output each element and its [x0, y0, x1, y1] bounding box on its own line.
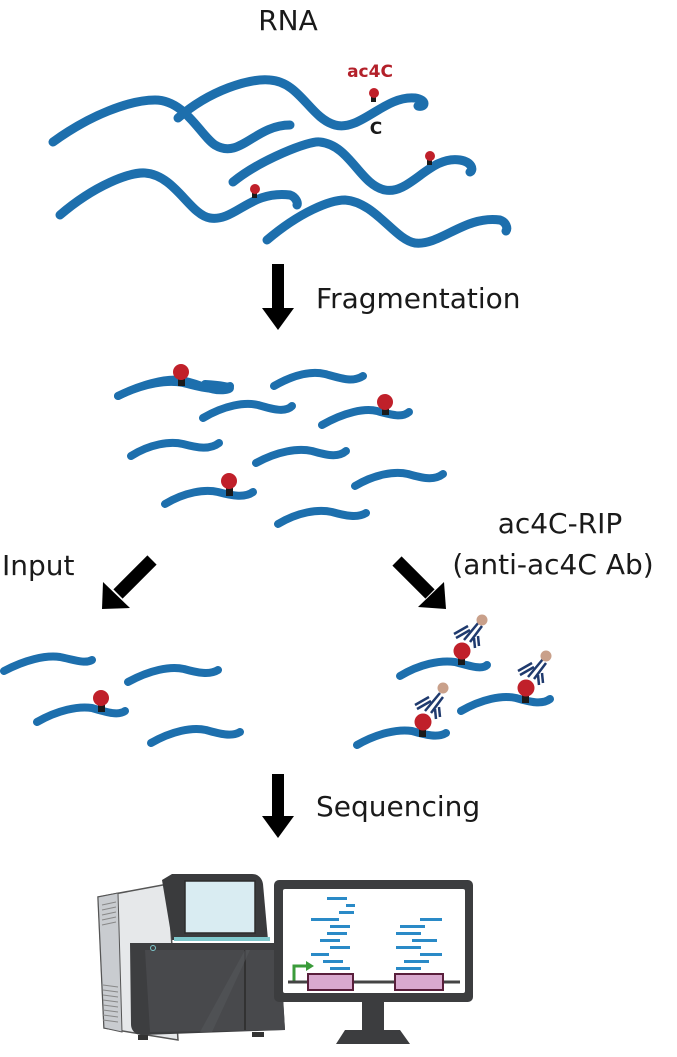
ac4c-site	[425, 151, 435, 165]
monitor-icon	[274, 880, 473, 1044]
antigen-bead	[540, 650, 552, 662]
rna-fragment	[147, 725, 244, 747]
input-label: Input	[2, 549, 75, 582]
rna-fragment	[33, 703, 129, 726]
rna-strand	[173, 75, 429, 131]
cytidine-label: C	[370, 119, 382, 139]
down-arrow-icon	[262, 264, 294, 330]
rna-fragment	[396, 657, 491, 680]
rna-fragment	[351, 468, 447, 490]
ac4c-site	[369, 88, 379, 102]
sequencing-reads-right	[396, 918, 442, 970]
exon	[307, 973, 354, 991]
sequencer-screen	[184, 880, 256, 934]
ac4c-site	[221, 473, 237, 496]
rip-fragments-group	[353, 657, 554, 749]
rna-fragment	[252, 445, 350, 467]
ac4c-label: ac4C	[347, 62, 393, 82]
rna-strand	[262, 195, 512, 248]
ac4c-site	[93, 690, 109, 712]
rna-fragment	[161, 486, 257, 508]
down-arrow-icon	[262, 774, 294, 838]
ac4c-marks-fragments	[173, 364, 393, 496]
promoter-arrow-icon	[292, 961, 314, 982]
sequencer-machine-icon	[97, 874, 285, 1041]
exon	[394, 973, 444, 991]
rip-label-line1: ac4C-RIP	[498, 507, 623, 540]
rna-fragment	[124, 664, 222, 686]
rna-strand	[55, 168, 302, 223]
antibody-icon	[517, 658, 547, 686]
down-right-arrow-icon	[392, 556, 446, 609]
down-left-arrow-icon	[102, 555, 157, 609]
input-fragments-group	[0, 652, 244, 747]
antibody-bound-site	[453, 614, 488, 665]
rna-strand	[48, 95, 295, 154]
antibody-bound-site	[414, 682, 449, 737]
rna-fragment	[318, 406, 413, 429]
rna-fragment	[353, 726, 450, 749]
ac4c-site	[250, 184, 260, 198]
fragmented-rna-group	[114, 368, 447, 528]
ac4c-marks-full	[250, 88, 435, 198]
full-length-rna-group	[48, 75, 512, 248]
rna-fragment	[457, 693, 554, 715]
sequencing-label: Sequencing	[316, 790, 480, 823]
antibody-icon	[453, 621, 483, 649]
sequencing-reads-left	[311, 897, 355, 970]
antibody-bound-site	[517, 650, 552, 703]
title-rna: RNA	[258, 4, 318, 37]
rna-fragment	[274, 506, 370, 528]
rip-label-line2: (anti-ac4C Ab)	[452, 548, 653, 581]
rna-strand	[228, 137, 477, 195]
ac4c-site	[173, 364, 189, 386]
antibody-icon	[414, 692, 444, 720]
antigen-bead	[437, 682, 449, 694]
ac4c-site	[377, 394, 393, 415]
rna-fragment	[199, 399, 296, 422]
rna-fragment	[270, 368, 367, 390]
fragmentation-label: Fragmentation	[316, 282, 521, 315]
antigen-bead	[476, 614, 488, 626]
rna-fragment	[127, 438, 223, 460]
rna-fragment	[0, 652, 96, 675]
